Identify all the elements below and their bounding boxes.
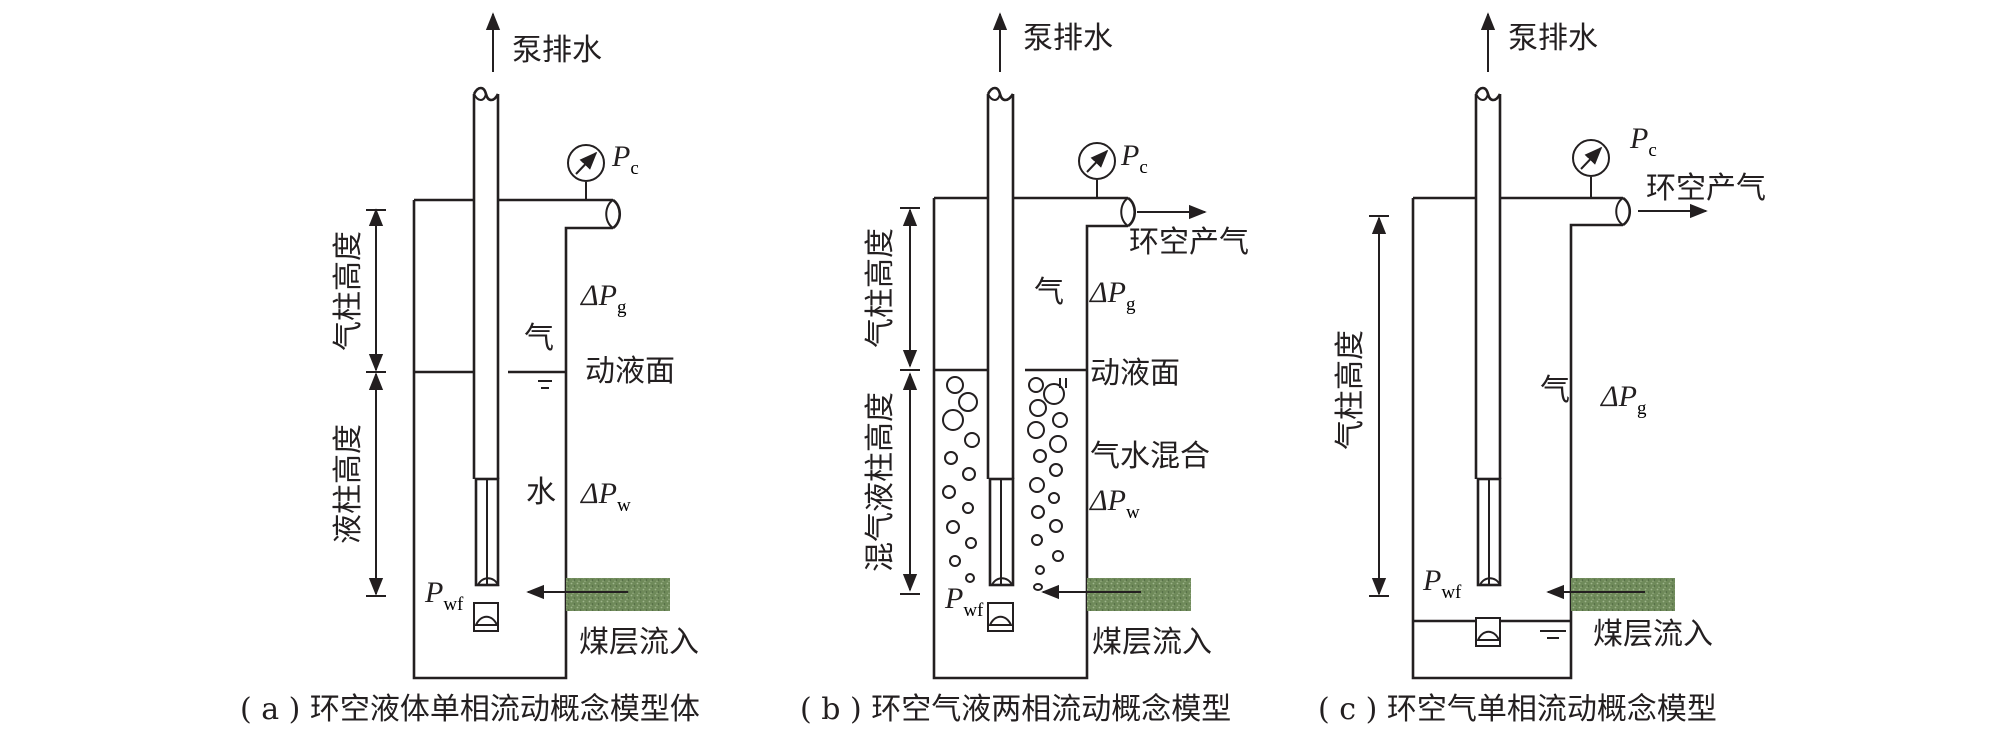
inflow-label: 煤层流入 — [1092, 625, 1212, 660]
standing-valve-icon — [1476, 630, 1501, 641]
dp-water-label: ΔPw — [580, 477, 631, 516]
panel-c: 泵排水 Pc 环空产气 气柱高度 气 ΔPg Pwf — [1318, 12, 1766, 727]
panel-b: 泵排水 Pc 环空产气 — [800, 12, 1249, 727]
pump-label: 泵排水 — [512, 33, 602, 68]
casing-outline — [1411, 198, 1623, 680]
caption-b: ( b ) 环空气液两相流动概念模型 — [800, 692, 1231, 727]
casing-outline — [412, 200, 613, 680]
dynamic-level-label: 动液面 — [585, 354, 675, 389]
valve-icon — [476, 577, 500, 586]
standing-valve-icon — [474, 615, 499, 626]
dp-water-label: ΔPw — [1089, 484, 1140, 523]
casing-outline — [932, 198, 1128, 680]
pump-label: 泵排水 — [1023, 21, 1113, 56]
dynamic-level-label: 动液面 — [1090, 356, 1180, 391]
standing-valve-icon — [988, 615, 1013, 626]
pressure-gauge-icon — [1078, 142, 1116, 180]
casing-outlet-cap — [1127, 196, 1137, 228]
coal-seam-block — [1087, 578, 1191, 611]
inflow-label: 煤层流入 — [579, 625, 699, 660]
pump-label: 泵排水 — [1508, 21, 1598, 56]
pressure-gauge-icon — [1572, 139, 1610, 177]
dp-gas-label: ΔPg — [1600, 380, 1647, 419]
pwf-label: Pwf — [424, 576, 464, 615]
pwf-label: Pwf — [1422, 564, 1462, 603]
casing-outlet-cap — [612, 198, 622, 230]
caption-c: ( c ) 环空气单相流动概念模型 — [1318, 692, 1717, 727]
gas-label: 气 — [1034, 275, 1064, 310]
gas-label: 气 — [524, 321, 554, 356]
gauge-label: Pc — [1120, 139, 1148, 178]
gas-label: 气 — [1540, 373, 1570, 408]
gas-bubbles — [942, 376, 1068, 591]
mix-label: 气水混合 — [1090, 439, 1210, 474]
coal-seam-block — [566, 578, 670, 611]
pwf-label: Pwf — [944, 582, 984, 621]
liquid-column-label: 液柱高度 — [331, 424, 366, 544]
gas-out-label: 环空产气 — [1129, 225, 1249, 260]
caption-a: ( a ) 环空液体单相流动概念模型体 — [240, 692, 700, 727]
panel-a: 泵排水 Pc 气柱高度 液柱高度 — [240, 12, 700, 727]
dp-gas-label: ΔPg — [580, 279, 627, 318]
dp-gas-label: ΔPg — [1089, 276, 1136, 315]
coal-seam-block — [1571, 578, 1675, 611]
valve-icon — [990, 577, 1014, 586]
pressure-gauge-icon — [567, 144, 605, 182]
valve-icon — [1478, 577, 1502, 586]
gas-column-label: 气柱高度 — [331, 231, 366, 351]
casing-outlet-cap — [1622, 196, 1632, 227]
gas-out-label: 环空产气 — [1646, 171, 1766, 206]
gas-column-label: 气柱高度 — [1333, 330, 1368, 450]
mixed-column-label: 混气液柱高度 — [863, 392, 898, 572]
gauge-label: Pc — [611, 140, 639, 179]
gas-column-label: 气柱高度 — [863, 228, 898, 348]
water-label: 水 — [526, 475, 556, 510]
inflow-label: 煤层流入 — [1593, 617, 1713, 652]
gauge-label: Pc — [1629, 122, 1657, 161]
